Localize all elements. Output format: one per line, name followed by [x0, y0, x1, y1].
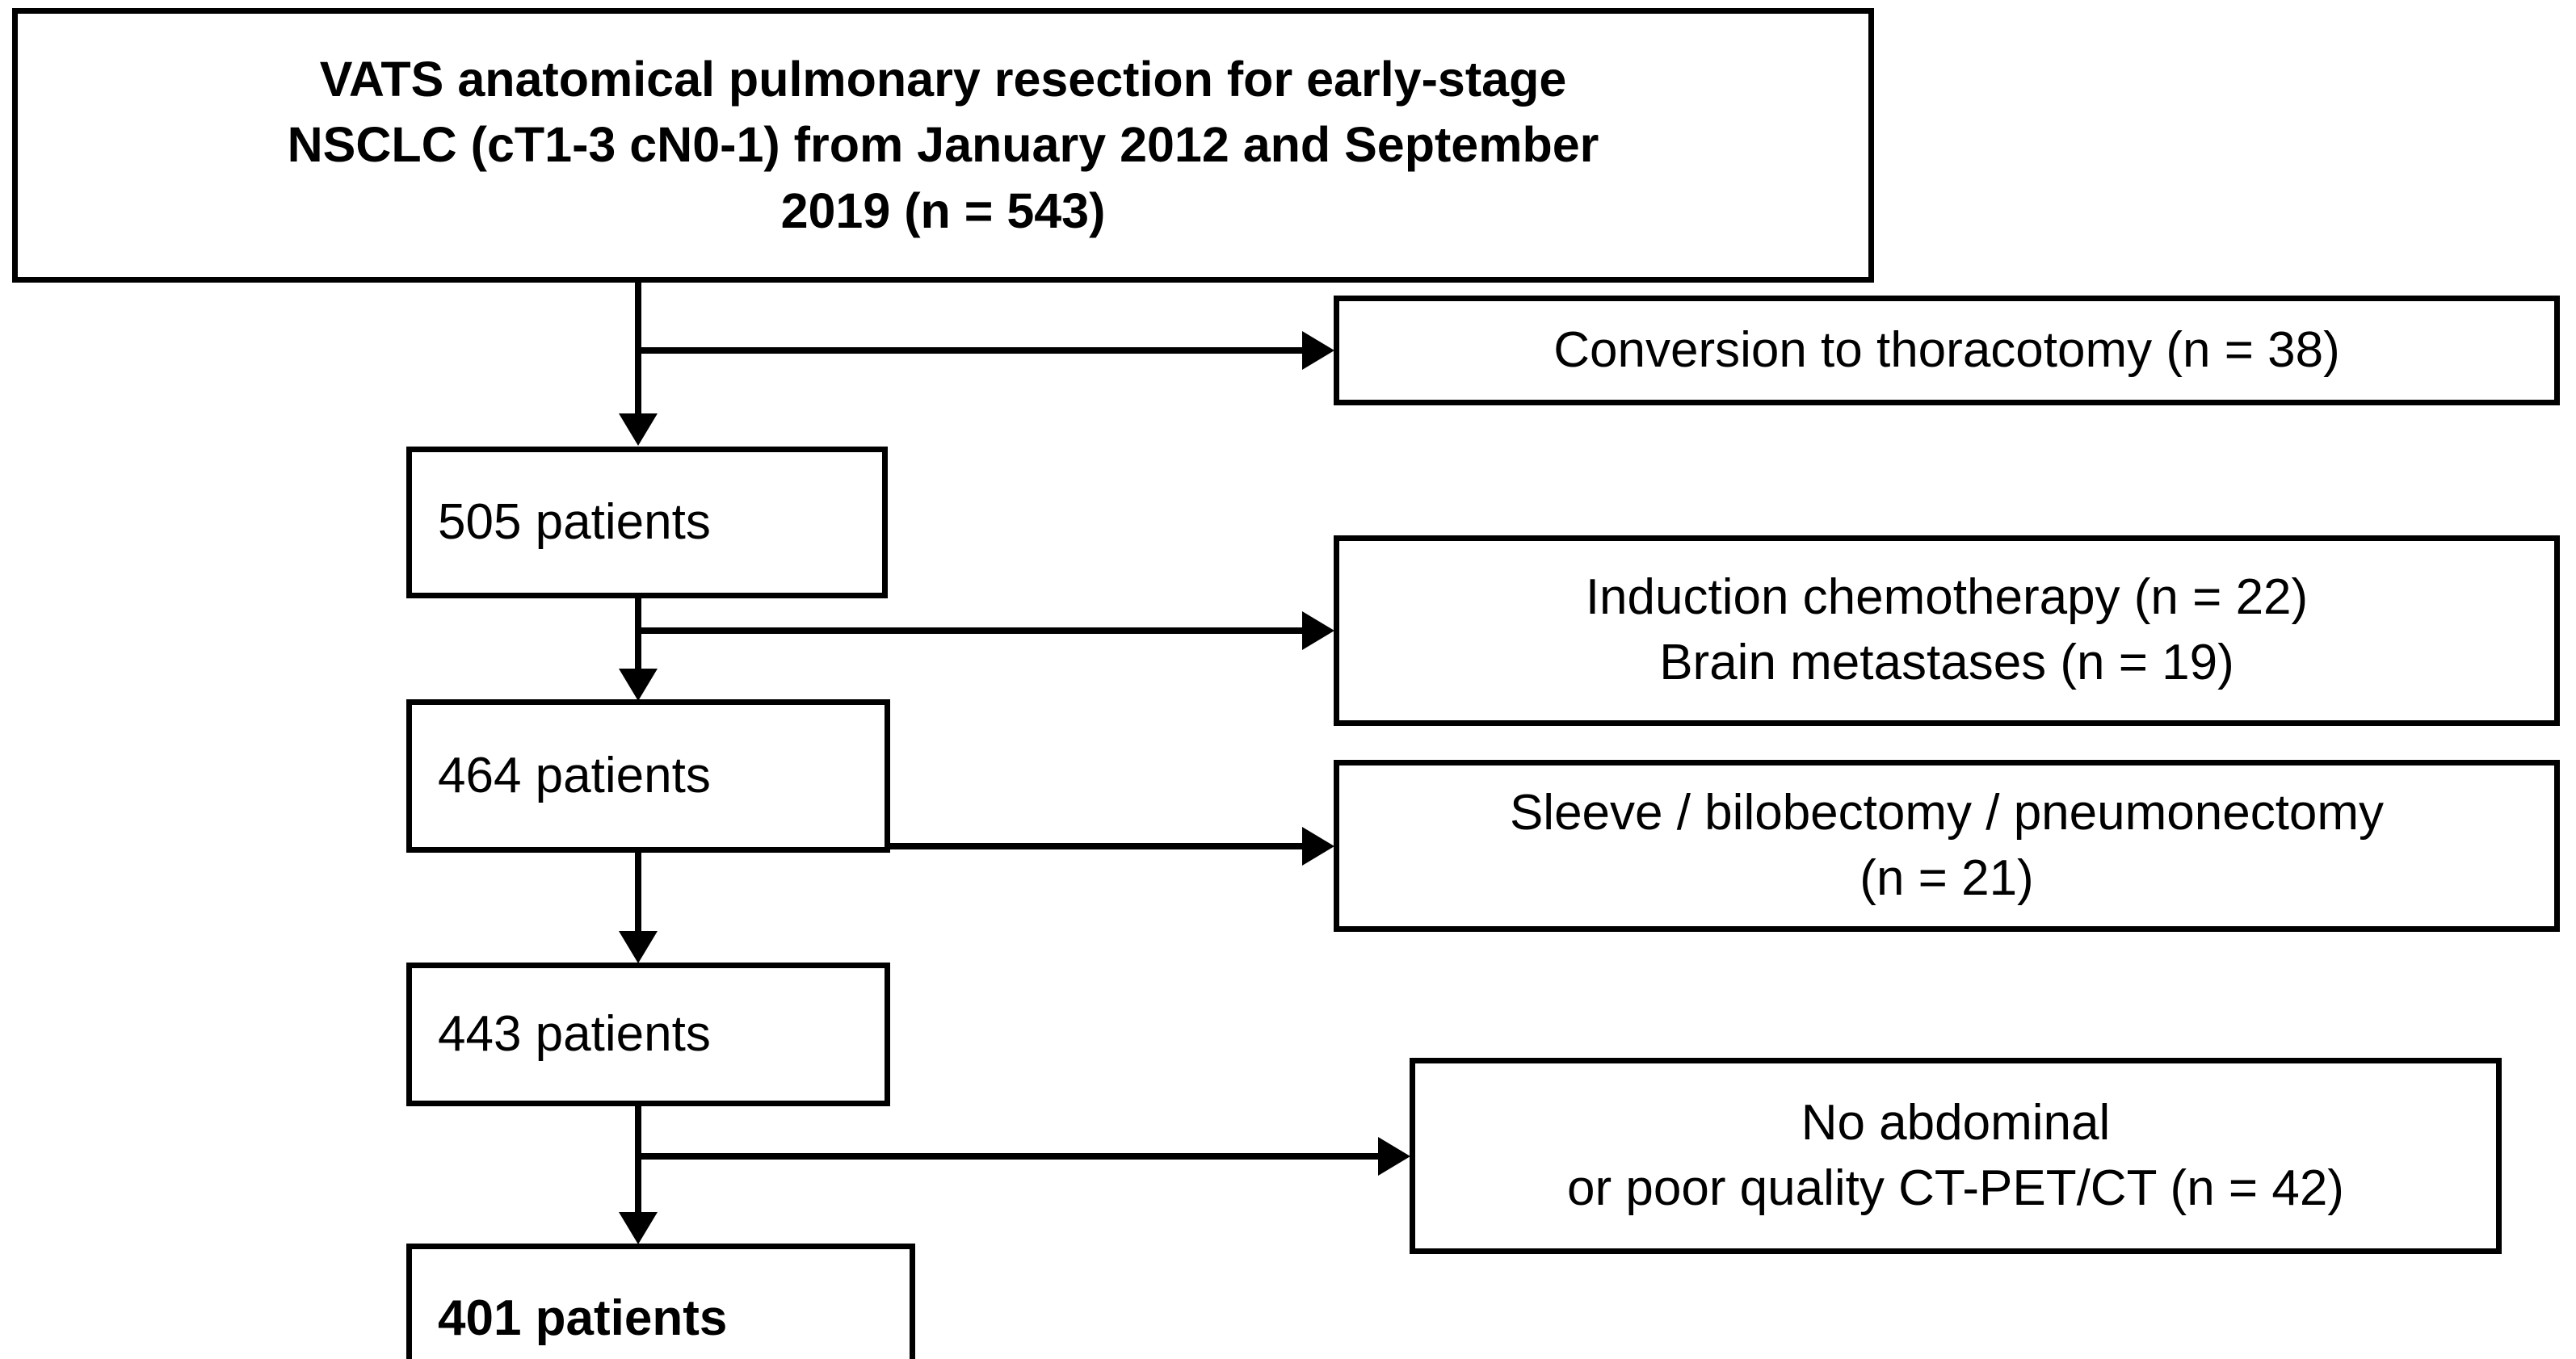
branch-line-exclusion-2 [638, 627, 1309, 634]
exclusion-label-no-abdominal-ct-pet: No abdominal or poor quality CT-PET/CT (… [1567, 1094, 2344, 1216]
arrowhead-to-n505 [619, 413, 658, 446]
arrowhead-exclusion-4 [1378, 1137, 1410, 1176]
branch-line-exclusion-1 [638, 347, 1309, 354]
cohort-label-505: 505 patients [438, 493, 711, 550]
connector-n505-to-n464 [635, 598, 641, 669]
cohort-label-401: 401 patients [438, 1290, 728, 1346]
arrowhead-to-n401 [619, 1212, 658, 1244]
cohort-box-464: 464 patients [406, 699, 890, 853]
branch-line-exclusion-4 [638, 1153, 1385, 1160]
cohort-label-464: 464 patients [438, 747, 711, 803]
cohort-label-443: 443 patients [438, 1005, 711, 1062]
connector-n464-to-n443 [635, 853, 641, 932]
exclusion-box-no-abdominal-ct-pet: No abdominal or poor quality CT-PET/CT (… [1410, 1058, 2502, 1254]
arrowhead-exclusion-1 [1302, 331, 1334, 370]
exclusion-box-induction-brain: Induction chemotherapy (n = 22) Brain me… [1334, 535, 2560, 726]
connector-n443-to-n401 [635, 1106, 641, 1213]
arrowhead-to-n464 [619, 669, 658, 701]
cohort-box-505: 505 patients [406, 447, 888, 598]
arrowhead-to-n443 [619, 931, 658, 963]
exclusion-label-induction-brain: Induction chemotherapy (n = 22) Brain me… [1585, 569, 2309, 690]
exclusion-label-sleeve-bilobectomy-pneumonectomy: Sleeve / bilobectomy / pneumonectomy (n … [1509, 784, 2385, 906]
branch-line-exclusion-3 [638, 843, 1309, 849]
cohort-box-443: 443 patients [406, 963, 890, 1106]
arrowhead-exclusion-3 [1302, 827, 1334, 866]
cohort-box-401: 401 patients [406, 1244, 915, 1359]
source-cohort-box: VATS anatomical pulmonary resection for … [12, 8, 1874, 283]
source-cohort-label: VATS anatomical pulmonary resection for … [287, 52, 1599, 238]
arrowhead-exclusion-2 [1302, 611, 1334, 650]
exclusion-box-sleeve-bilobectomy-pneumonectomy: Sleeve / bilobectomy / pneumonectomy (n … [1334, 760, 2560, 932]
exclusion-label-conversion: Conversion to thoracotomy (n = 38) [1553, 321, 2340, 378]
exclusion-box-conversion: Conversion to thoracotomy (n = 38) [1334, 296, 2560, 405]
